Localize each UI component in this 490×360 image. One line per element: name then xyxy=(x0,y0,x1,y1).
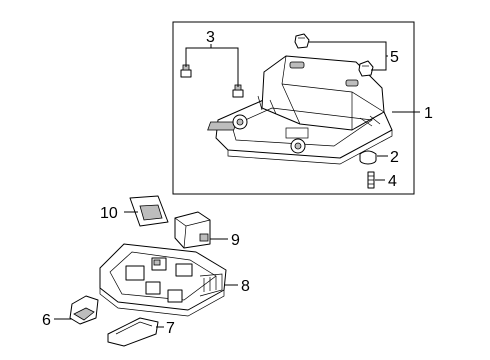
callout-4: 4 xyxy=(388,173,397,190)
callout-2: 2 xyxy=(390,149,399,166)
clip-5a xyxy=(294,33,310,49)
callout-9: 9 xyxy=(231,232,240,249)
assembly-box xyxy=(172,21,415,195)
overhead-console-housing xyxy=(207,55,393,165)
callout-7: 7 xyxy=(166,320,175,337)
callout-5: 5 xyxy=(390,49,399,66)
clip-5b xyxy=(358,60,374,77)
lens-7 xyxy=(107,317,159,347)
lamp-6 xyxy=(69,295,99,325)
bolt-4 xyxy=(367,171,375,189)
connector-9 xyxy=(174,211,211,249)
screw-3b xyxy=(232,84,244,98)
leader-lines xyxy=(54,41,420,328)
frame-8 xyxy=(99,243,227,317)
callout-10: 10 xyxy=(100,205,118,222)
callout-1: 1 xyxy=(424,105,433,122)
callout-3: 3 xyxy=(206,29,215,46)
callout-6: 6 xyxy=(42,312,51,329)
callout-8: 8 xyxy=(241,278,250,295)
plug-2 xyxy=(359,150,377,165)
module-10 xyxy=(129,195,169,227)
